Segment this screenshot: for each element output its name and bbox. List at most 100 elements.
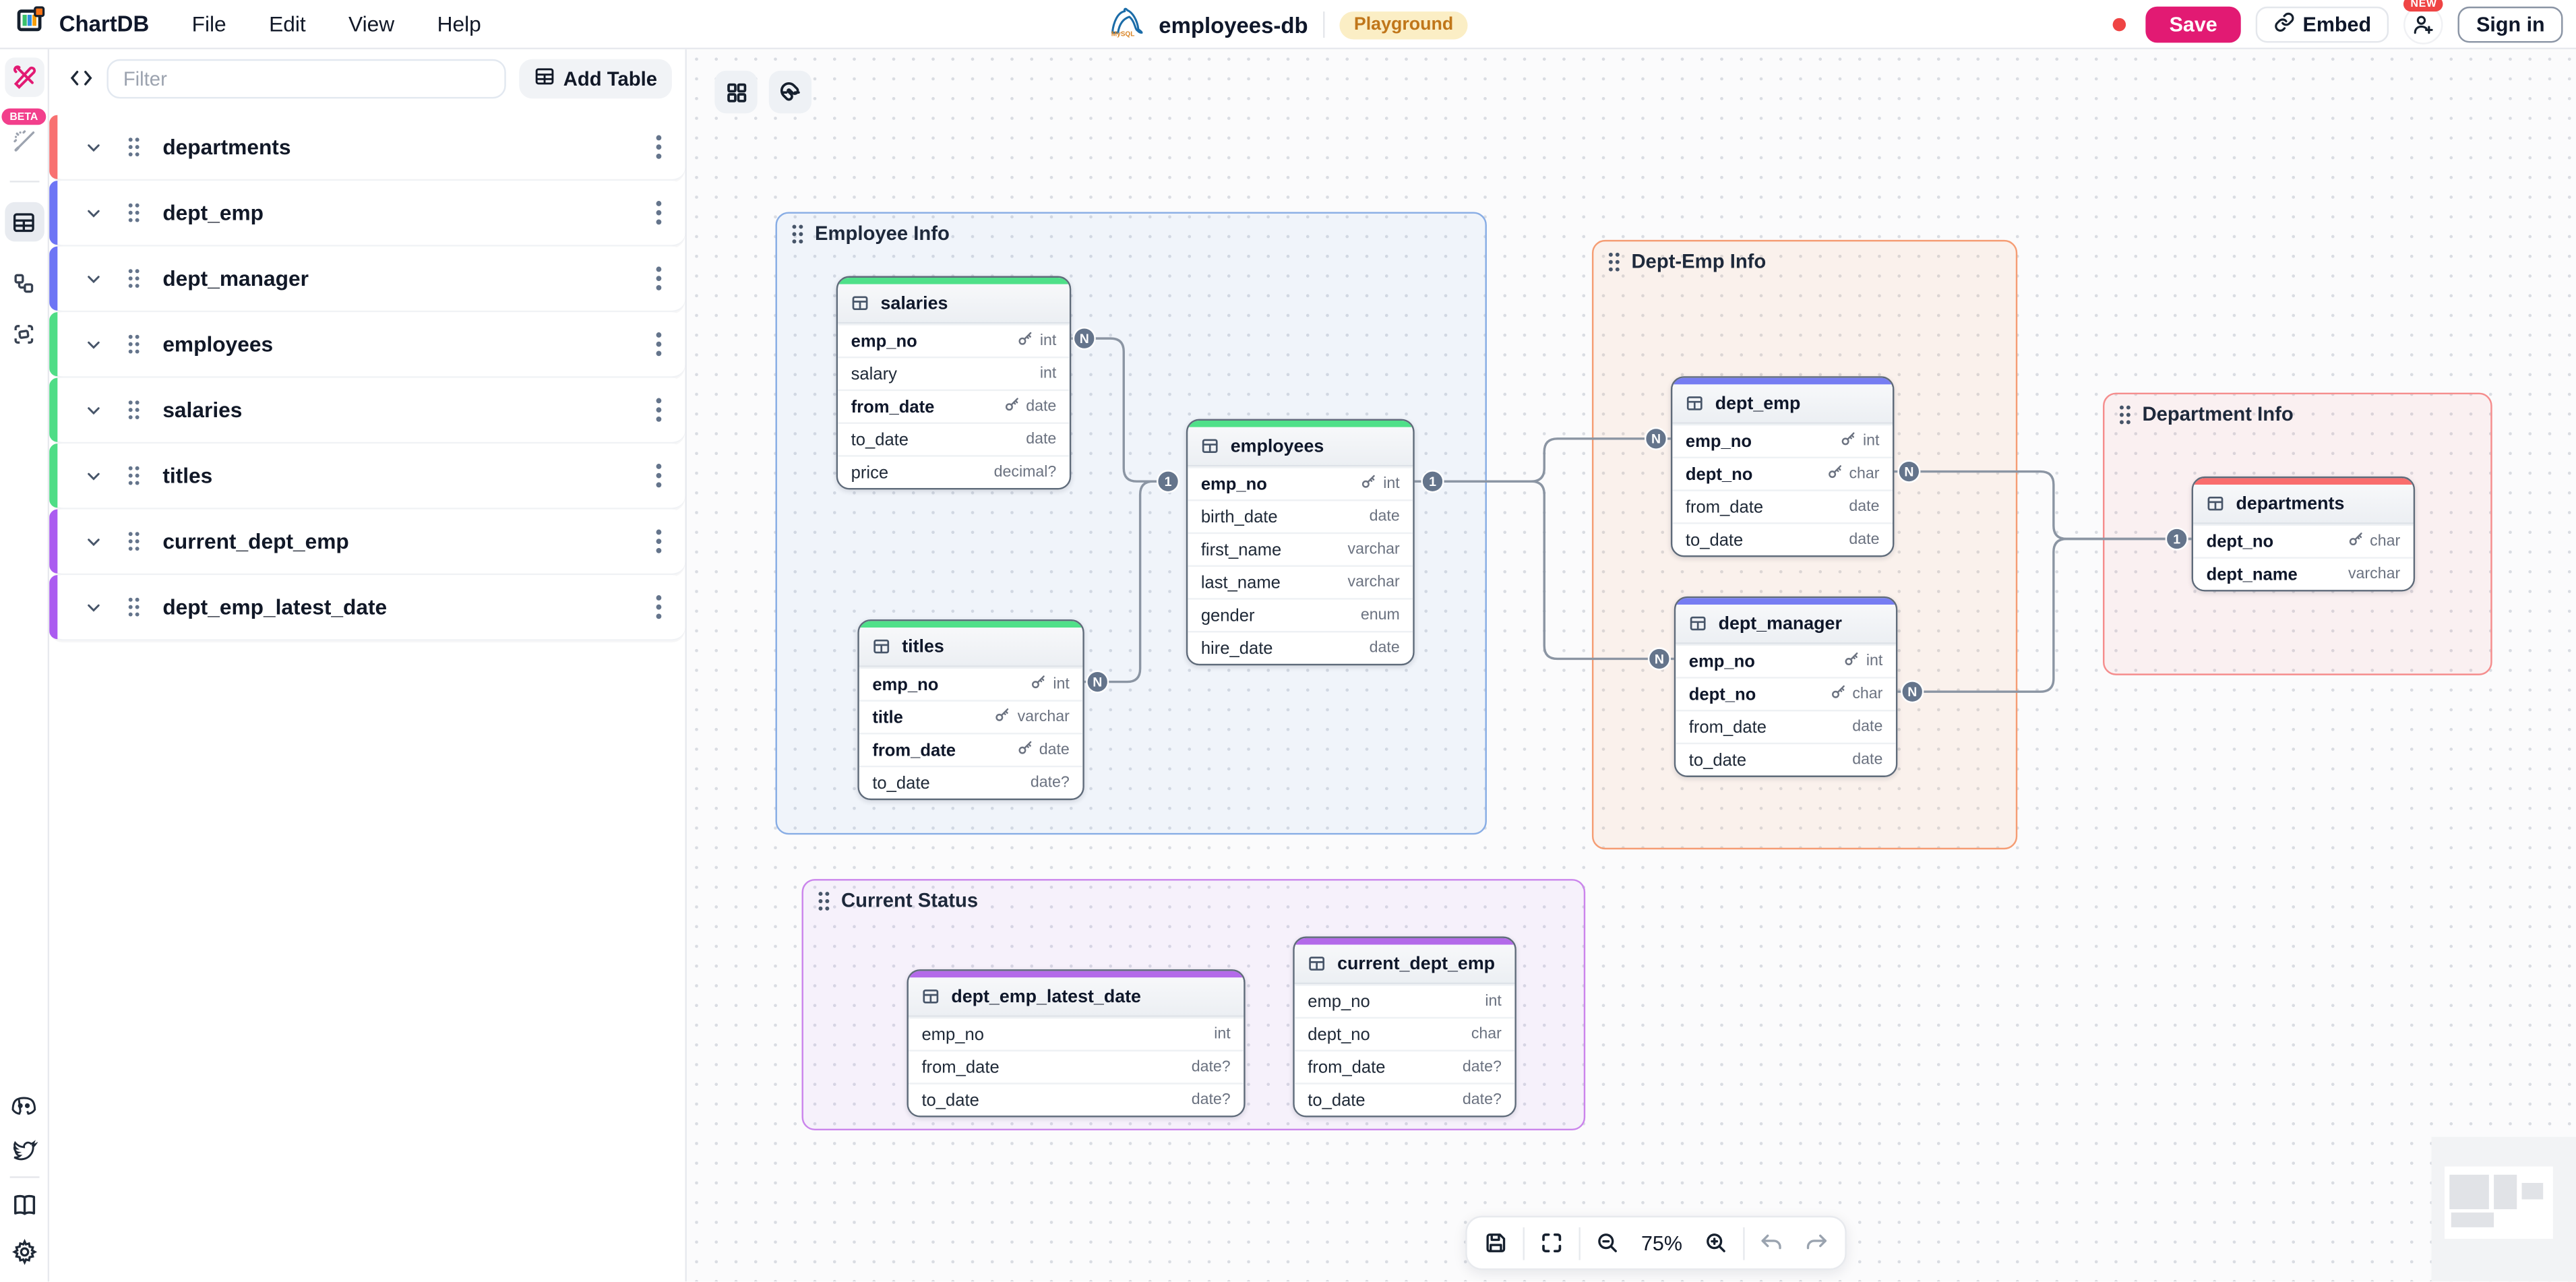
area-label[interactable]: Department Info: [2118, 402, 2294, 425]
chevron-down-icon[interactable]: [84, 269, 103, 288]
fit-view-icon[interactable]: [1535, 1225, 1569, 1261]
left-icon-rail: BETA: [0, 49, 50, 1282]
field-name: emp_no: [1685, 431, 1752, 452]
drag-handle-icon[interactable]: [127, 530, 142, 552]
table-header[interactable]: dept_emp_latest_date: [908, 977, 1244, 1017]
table-color-accent: [49, 181, 58, 245]
relationships-section-icon[interactable]: [11, 271, 36, 296]
chevron-down-icon[interactable]: [84, 466, 103, 485]
drag-handle-icon[interactable]: [127, 202, 142, 224]
menu-help[interactable]: Help: [437, 11, 481, 36]
sidebar-table-row-dept_emp[interactable]: dept_emp: [49, 181, 685, 247]
sidebar-table-row-dept_emp_latest_date[interactable]: dept_emp_latest_date: [49, 575, 685, 641]
kebab-menu-icon[interactable]: [656, 200, 663, 225]
sidebar-table-row-employees[interactable]: employees: [49, 312, 685, 378]
menu-view[interactable]: View: [348, 11, 395, 36]
chevron-down-icon[interactable]: [84, 532, 103, 551]
table-icon: [851, 294, 869, 312]
kebab-menu-icon[interactable]: [656, 332, 663, 357]
drag-handle-icon[interactable]: [790, 222, 805, 244]
menu-edit[interactable]: Edit: [269, 11, 306, 36]
sign-in-button[interactable]: Sign in: [2458, 6, 2563, 43]
table-color-accent: [49, 246, 58, 311]
sidebar-table-row-current_dept_emp[interactable]: current_dept_emp: [49, 509, 685, 576]
table-header[interactable]: employees: [1188, 427, 1413, 467]
field-type: date: [1003, 396, 1056, 417]
zoom-level[interactable]: 75%: [1640, 1231, 1682, 1255]
user-plus-icon: [2414, 16, 2434, 34]
drag-handle-icon[interactable]: [127, 268, 142, 289]
drag-handle-icon[interactable]: [127, 136, 142, 158]
snap-magnet-button[interactable]: [768, 70, 812, 114]
diagram-name[interactable]: employees-db: [1159, 12, 1308, 37]
drag-handle-icon[interactable]: [127, 465, 142, 487]
table-header[interactable]: salaries: [838, 284, 1070, 324]
twitter-icon[interactable]: [11, 1138, 37, 1161]
kebab-menu-icon[interactable]: [656, 594, 663, 619]
dependencies-section-icon[interactable]: [11, 322, 36, 347]
sidebar-table-row-salaries[interactable]: salaries: [49, 377, 685, 444]
grid-view-button[interactable]: [714, 70, 758, 114]
kebab-menu-icon[interactable]: [656, 398, 663, 423]
filter-input[interactable]: [106, 58, 506, 98]
table-header[interactable]: titles: [859, 628, 1083, 667]
add-table-button[interactable]: Add Table: [518, 58, 672, 98]
redo-icon[interactable]: [1799, 1225, 1833, 1261]
area-label[interactable]: Employee Info: [790, 222, 950, 245]
embed-button[interactable]: Embed: [2255, 6, 2389, 43]
magic-wand-icon[interactable]: [11, 128, 37, 154]
tables-section-icon[interactable]: [4, 202, 44, 242]
docs-book-icon[interactable]: [11, 1193, 37, 1218]
mysql-logo-icon: MySQL: [1108, 4, 1144, 45]
sidebar-table-row-dept_manager[interactable]: dept_manager: [49, 246, 685, 313]
kebab-menu-icon[interactable]: [656, 266, 663, 291]
sidebar-table-row-departments[interactable]: departments: [49, 115, 685, 181]
table-header[interactable]: current_dept_emp: [1294, 944, 1515, 985]
chevron-down-icon[interactable]: [84, 203, 103, 222]
zoom-out-icon[interactable]: [1591, 1225, 1625, 1261]
save-button[interactable]: Save: [2146, 6, 2240, 43]
kebab-menu-icon[interactable]: [656, 463, 663, 488]
discord-icon[interactable]: [10, 1094, 38, 1117]
primary-key-icon: [1017, 330, 1033, 352]
undo-icon[interactable]: [1754, 1225, 1789, 1261]
chartdb-pink-logo-icon[interactable]: [4, 57, 44, 97]
menu-file[interactable]: File: [191, 11, 226, 36]
table-header[interactable]: departments: [2193, 485, 2414, 524]
chevron-down-icon[interactable]: [84, 334, 103, 354]
drag-handle-icon[interactable]: [127, 399, 142, 421]
minimap[interactable]: [2431, 1136, 2576, 1282]
chevron-down-icon[interactable]: [84, 138, 103, 157]
invite-user-button[interactable]: NEW: [2403, 0, 2444, 44]
kebab-menu-icon[interactable]: [656, 529, 663, 554]
settings-gear-icon[interactable]: [11, 1239, 37, 1265]
chevron-down-icon[interactable]: [84, 400, 103, 420]
area-label[interactable]: Current Status: [816, 889, 978, 912]
kebab-menu-icon[interactable]: [656, 135, 663, 160]
drag-handle-icon[interactable]: [1607, 251, 1622, 272]
chevron-down-icon[interactable]: [84, 597, 103, 617]
save-diagram-icon[interactable]: [1479, 1225, 1513, 1261]
drag-handle-icon[interactable]: [127, 597, 142, 618]
drag-handle-icon[interactable]: [127, 334, 142, 355]
code-view-icon[interactable]: [69, 67, 94, 89]
divider: [1742, 1226, 1745, 1260]
area-label[interactable]: Dept-Emp Info: [1607, 250, 1766, 273]
table-header[interactable]: dept_manager: [1676, 605, 1896, 644]
zoom-in-icon[interactable]: [1698, 1225, 1733, 1261]
sidebar-table-row-titles[interactable]: titles: [49, 444, 685, 510]
drag-handle-icon[interactable]: [816, 890, 831, 911]
drag-handle-icon[interactable]: [2118, 403, 2133, 425]
table-header[interactable]: dept_emp: [1672, 384, 1893, 424]
